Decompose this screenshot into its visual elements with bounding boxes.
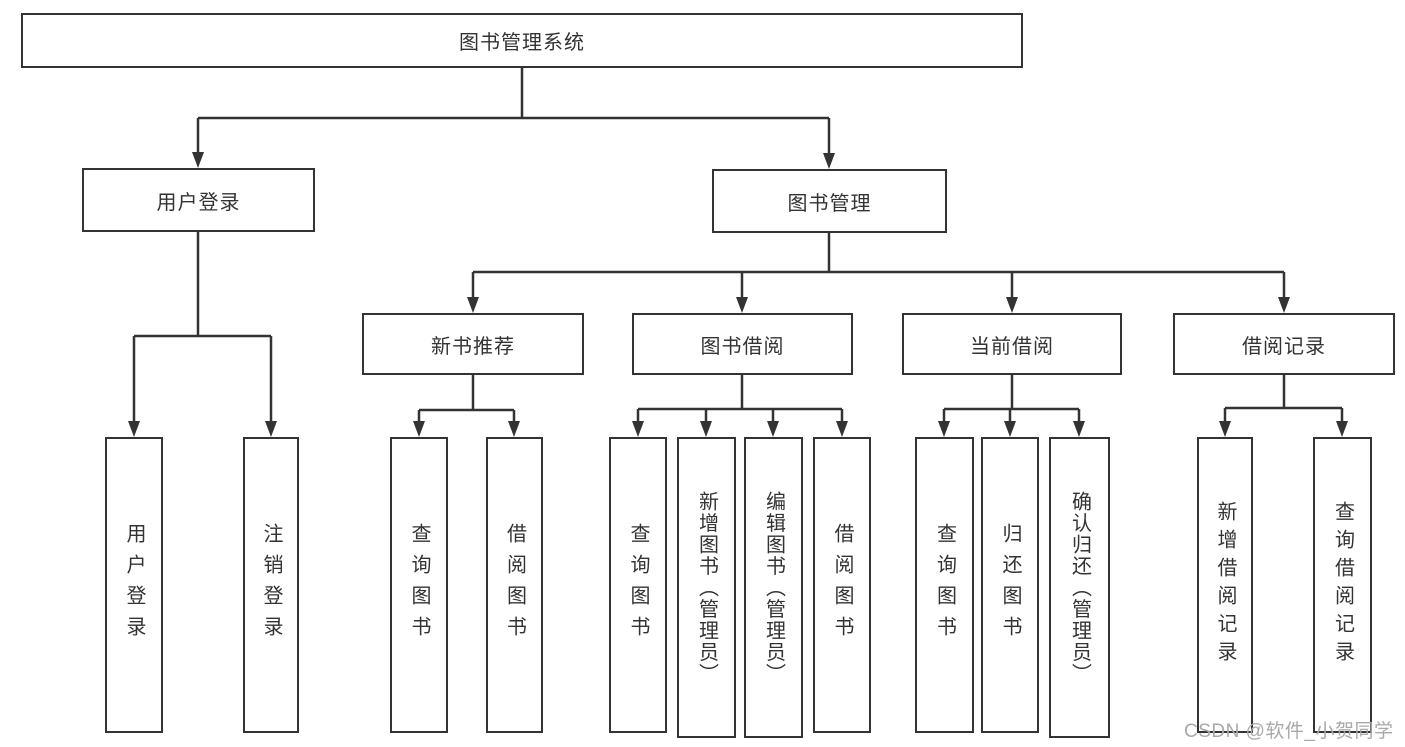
node-add-books-admin: 新增图书（管理员） [677, 437, 736, 738]
node-label: 新书推荐 [431, 335, 515, 358]
node-borrow-books-2: 借阅图书 [813, 437, 871, 733]
node-label: 图书借阅 [700, 335, 785, 358]
node-add-borrow-record: 新增借阅记录 [1197, 437, 1253, 733]
node-label: 编辑图书（管理员） [762, 490, 785, 685]
node-label: 借阅图书 [831, 523, 853, 647]
node-return-books: 归还图书 [981, 437, 1039, 733]
node-borrow-books-1: 借阅图书 [486, 437, 543, 733]
node-label: 用户登录 [156, 191, 241, 214]
node-library-management-system: 图书管理系统 [21, 13, 1023, 68]
node-query-books-3: 查询图书 [915, 437, 974, 733]
node-label: 注销登录 [260, 523, 282, 647]
node-label: 用户登录 [123, 523, 145, 647]
node-book-borrow: 图书借阅 [632, 313, 853, 375]
node-confirm-return-admin: 确认归还（管理员） [1049, 437, 1110, 738]
node-edit-books-admin: 编辑图书（管理员） [744, 437, 803, 738]
node-new-book-recommend: 新书推荐 [362, 313, 584, 375]
node-user-login: 用户登录 [82, 168, 315, 232]
node-label: 查询图书 [933, 523, 956, 647]
node-query-books-2: 查询图书 [609, 437, 667, 733]
node-label: 新增借阅记录 [1214, 501, 1236, 669]
node-book-management: 图书管理 [712, 169, 947, 233]
csdn-watermark: CSDN @软件_小贺同学 [1184, 721, 1394, 742]
node-label: 查询借阅记录 [1331, 501, 1354, 669]
node-logout: 注销登录 [243, 437, 299, 733]
arrowheads [128, 152, 1348, 437]
node-label: 图书管理 [787, 192, 872, 215]
node-user-login-action: 用户登录 [105, 437, 163, 733]
node-label: 当前借阅 [970, 335, 1054, 358]
node-label: 查询图书 [627, 523, 649, 647]
node-label: 借阅图书 [503, 523, 526, 647]
node-borrow-record: 借阅记录 [1173, 313, 1395, 375]
node-query-books-1: 查询图书 [390, 437, 448, 733]
node-query-borrow-record: 查询借阅记录 [1313, 437, 1372, 733]
node-label: 图书管理系统 [459, 32, 585, 54]
node-label: 归还图书 [999, 523, 1021, 647]
node-label: 查询图书 [408, 523, 430, 647]
node-label: 借阅记录 [1242, 335, 1326, 358]
node-label: 新增图书（管理员） [695, 490, 718, 685]
node-label: 确认归还（管理员） [1068, 490, 1091, 685]
node-current-borrow: 当前借阅 [902, 313, 1122, 375]
